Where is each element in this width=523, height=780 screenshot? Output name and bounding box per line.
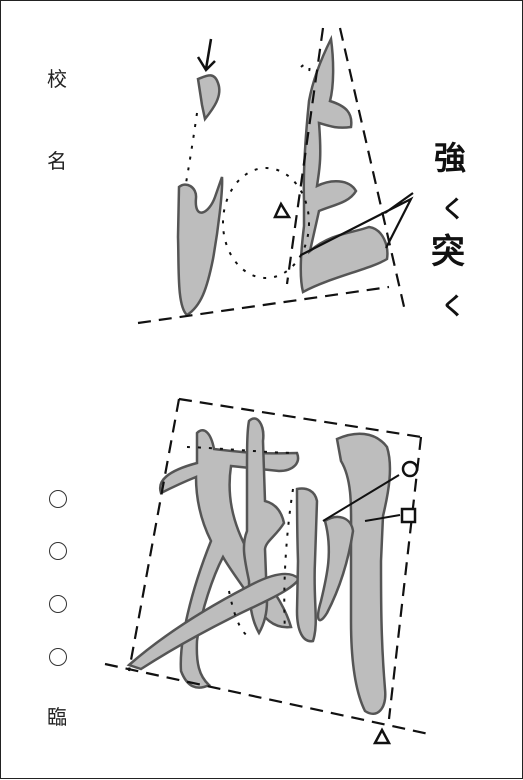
annotation-char-1: 強 <box>434 139 467 177</box>
circle-checkbox-1 <box>49 490 67 508</box>
footer-label: 臨 <box>47 705 67 729</box>
square-leader-line <box>364 514 401 522</box>
upper-dotted-circle <box>222 167 310 279</box>
lower-stroke-moon-inner <box>316 515 355 622</box>
upper-right-guide <box>338 27 407 312</box>
upper-stroke-go <box>299 34 389 294</box>
circle-checkbox-3 <box>49 595 67 613</box>
lower-top-guide <box>178 397 422 439</box>
circle-checkbox-4 <box>49 648 67 666</box>
lower-stroke-left-vertical <box>158 429 300 689</box>
circle-mark-icon <box>401 460 419 478</box>
lower-dotted-top <box>186 446 298 454</box>
upper-dotted-start <box>300 63 311 76</box>
circle-checkbox-2 <box>49 542 67 560</box>
upper-stroke-water <box>176 176 224 317</box>
lower-stroke-moon-left <box>295 487 319 643</box>
triangle-mark-icon-lower <box>372 727 392 745</box>
lower-stroke-right-frame <box>335 432 392 715</box>
triangle-mark-icon <box>273 201 292 219</box>
lower-left-guide <box>127 398 181 672</box>
annotation-leader-line <box>300 192 414 256</box>
square-mark-icon <box>400 507 417 524</box>
annotation-char-4: く <box>441 291 465 320</box>
lower-stroke-inner-vertical <box>242 417 286 636</box>
arrow-icon <box>196 38 216 73</box>
upper-center-guide <box>285 27 325 285</box>
lower-right-guide <box>387 436 423 720</box>
school-label: 校 <box>47 67 67 91</box>
upper-baseline <box>137 285 390 325</box>
annotation-char-3: 突 <box>431 232 465 272</box>
name-label: 名 <box>47 149 67 173</box>
annotation-char-2: く <box>441 194 465 223</box>
upper-stroke-dot-1 <box>196 74 221 122</box>
lower-baseline <box>104 662 430 736</box>
circle-leader-line <box>322 474 400 522</box>
